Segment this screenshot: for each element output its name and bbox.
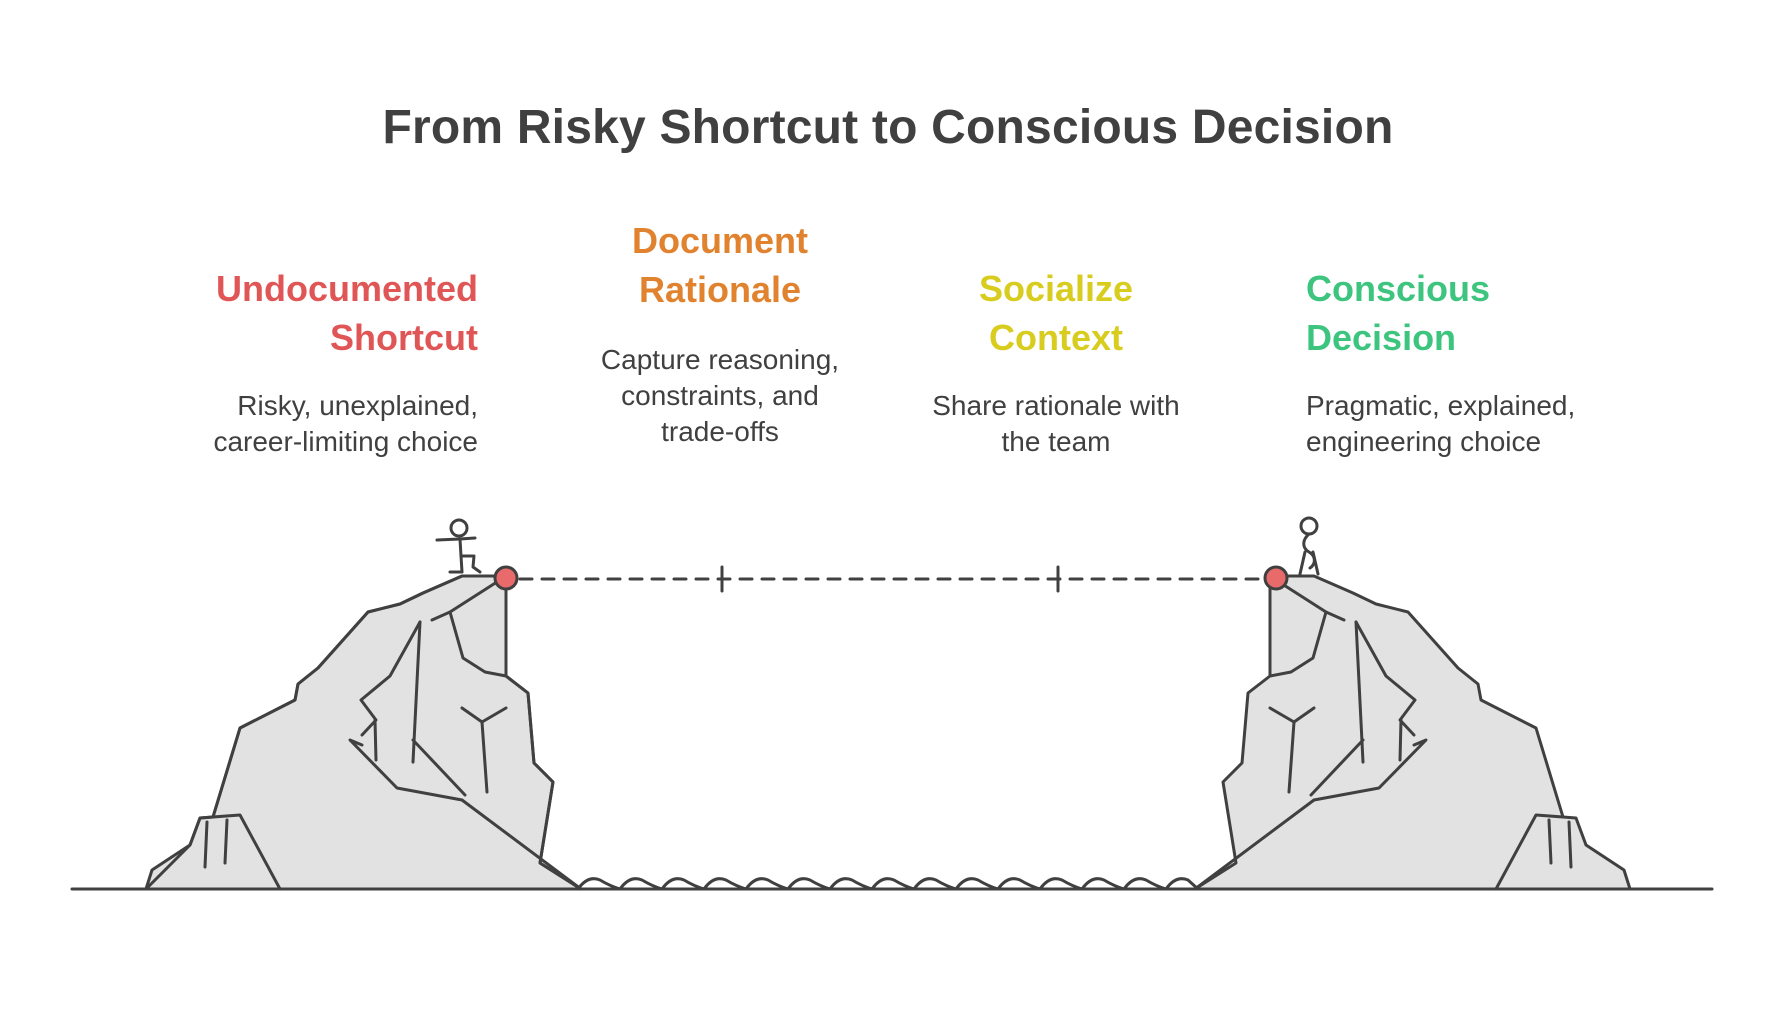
stage-heading-line: Conscious	[1306, 268, 1491, 309]
stage-heading-line: Document	[631, 220, 808, 261]
end-point	[1263, 565, 1289, 591]
stage-heading-line: Rationale	[638, 269, 802, 310]
stage-description-line: constraints, and	[621, 380, 819, 411]
page-title: From Risky Shortcut to Conscious Decisio…	[382, 101, 1394, 154]
stage-heading: Socialize Context	[896, 264, 1216, 362]
stage-heading: Undocumented Shortcut	[178, 264, 478, 362]
standing-person-icon	[1298, 516, 1320, 576]
stage-description-line: Pragmatic, explained,	[1306, 390, 1576, 421]
stage-heading: Document Rationale	[560, 216, 880, 314]
stage-heading: Conscious Decision	[1306, 264, 1626, 362]
stage-undocumented-shortcut: Undocumented Shortcut Risky, unexplained…	[178, 264, 478, 460]
stage-description: Pragmatic, explained, engineering choice	[1306, 388, 1626, 460]
stage-heading-line: Undocumented	[215, 268, 478, 309]
stage-description: Share rationale with the team	[896, 388, 1216, 460]
stage-description-line: Share rationale with	[932, 390, 1180, 421]
stage-description-line: the team	[1001, 426, 1111, 457]
stage-heading-line: Context	[989, 317, 1123, 358]
water-waves-icon	[576, 877, 1200, 891]
start-point	[493, 565, 519, 591]
stage-conscious-decision: Conscious Decision Pragmatic, explained,…	[1306, 264, 1626, 460]
stage-description: Capture reasoning, constraints, and trad…	[560, 342, 880, 450]
stage-document-rationale: Document Rationale Capture reasoning, co…	[560, 216, 880, 450]
stage-heading-line: Shortcut	[330, 317, 478, 358]
stage-socialize-context: Socialize Context Share rationale with t…	[896, 264, 1216, 460]
left-cliff-icon	[144, 574, 583, 891]
stage-description-line: engineering choice	[1306, 426, 1542, 457]
climbing-person-icon	[435, 518, 482, 574]
stage-description-line: Capture reasoning,	[600, 344, 840, 375]
stage-heading-line: Decision	[1306, 317, 1457, 358]
right-cliff-icon	[1193, 574, 1632, 891]
stage-description: Risky, unexplained, career-limiting choi…	[178, 388, 478, 460]
stage-heading-line: Socialize	[978, 268, 1134, 309]
stage-description-line: trade-offs	[661, 416, 779, 447]
stage-description-line: career-limiting choice	[213, 426, 478, 457]
stage-description-line: Risky, unexplained,	[237, 390, 478, 421]
